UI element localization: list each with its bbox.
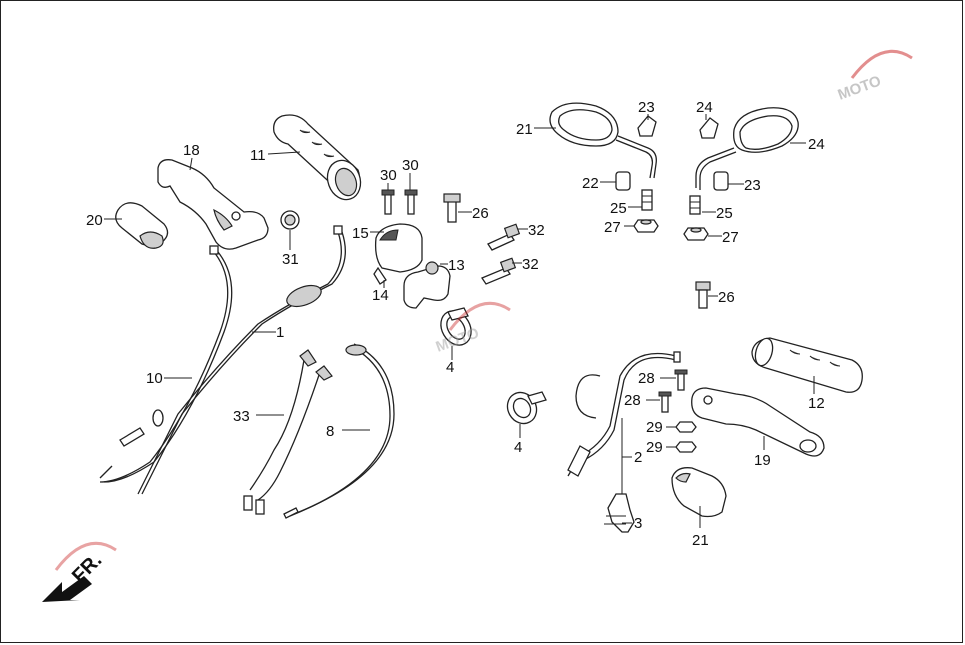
part-11-throttle-grip bbox=[273, 114, 362, 201]
svg-text:MOTO: MOTO bbox=[836, 72, 884, 103]
part-16-hand-guard bbox=[115, 202, 169, 249]
part-26-bolt-left bbox=[443, 193, 461, 223]
part-19-brake-lever bbox=[691, 387, 825, 457]
callout-31: 31 bbox=[282, 251, 299, 268]
part-3-boot bbox=[604, 493, 635, 533]
part-8-cable bbox=[283, 343, 395, 519]
callout-8: 8 bbox=[326, 423, 334, 440]
part-15-clamp bbox=[403, 261, 451, 309]
callout-23a: 23 bbox=[638, 99, 655, 116]
part-14-switch-housing bbox=[373, 223, 423, 285]
callout-29a: 30 bbox=[380, 167, 397, 184]
callout-23b: 24 bbox=[696, 99, 713, 116]
callout-33: 33 bbox=[233, 408, 250, 425]
part-2-brake-cable bbox=[567, 351, 681, 477]
callout-26a: 26 bbox=[472, 205, 489, 222]
front-direction-arrow: FR. bbox=[42, 549, 106, 602]
callout-32b: 32 bbox=[522, 256, 539, 273]
callout-21: 21 bbox=[516, 121, 533, 138]
watermark-logo-bottom bbox=[54, 541, 117, 571]
part-30-nuts bbox=[675, 421, 697, 453]
part-22-sleeve-left bbox=[615, 171, 631, 191]
part-23-cap-right bbox=[699, 117, 719, 139]
callout-20: 21 bbox=[692, 532, 709, 549]
part-27-nut-right bbox=[683, 227, 709, 241]
callout-30b: 29 bbox=[646, 439, 663, 456]
part-29-screws bbox=[381, 189, 418, 215]
part-10-clutch-cable bbox=[99, 245, 233, 483]
part-31-nut bbox=[280, 210, 300, 230]
callout-29b: 30 bbox=[402, 157, 419, 174]
part-18-clutch-lever bbox=[157, 159, 269, 250]
callout-10: 10 bbox=[146, 370, 163, 387]
callout-19: 19 bbox=[754, 452, 771, 469]
callout-22a: 22 bbox=[582, 175, 599, 192]
part-28-screws bbox=[658, 369, 688, 413]
callout-27b: 27 bbox=[722, 229, 739, 246]
part-12-grip-right bbox=[751, 337, 863, 393]
callout-30a: 29 bbox=[646, 419, 663, 436]
callout-14: 15 bbox=[352, 225, 369, 242]
callout-1: 1 bbox=[276, 324, 284, 341]
part-1-throttle-cable bbox=[137, 225, 346, 495]
callout-3: 3 bbox=[634, 515, 642, 532]
callout-32a: 32 bbox=[528, 222, 545, 239]
watermark-logo: MOTO bbox=[836, 49, 913, 104]
callout-27a: 27 bbox=[604, 219, 621, 236]
part-23-cap-left bbox=[637, 115, 657, 137]
callout-15: 13 bbox=[448, 257, 465, 274]
callout-25b: 25 bbox=[716, 205, 733, 222]
callout-18: 18 bbox=[183, 142, 200, 159]
part-21-mirror-left bbox=[549, 102, 657, 179]
part-20-hand-guard-right bbox=[671, 467, 727, 518]
callout-24: 24 bbox=[808, 136, 825, 153]
callout-4b: 4 bbox=[514, 439, 522, 456]
part-26-bolt-right bbox=[695, 281, 711, 309]
callout-28b: 28 bbox=[624, 392, 641, 409]
part-24-mirror-right bbox=[695, 107, 799, 190]
part-32-bolts bbox=[481, 223, 521, 285]
part-22-sleeve-right bbox=[713, 171, 729, 191]
callout-13: 14 bbox=[372, 287, 389, 304]
front-arrow-label: FR. bbox=[68, 549, 106, 587]
part-4-clamp-center bbox=[440, 307, 472, 346]
part-25-adapter-left bbox=[641, 189, 653, 211]
part-27-nut-left bbox=[633, 219, 659, 233]
callout-26b: 26 bbox=[718, 289, 735, 306]
callout-2: 2 bbox=[634, 449, 642, 466]
part-25-adapter-right bbox=[689, 195, 701, 215]
callout-28a: 28 bbox=[638, 370, 655, 387]
part-33-wiring bbox=[243, 349, 333, 515]
part-4-clamp-right bbox=[506, 391, 547, 425]
callout-22b: 23 bbox=[744, 177, 761, 194]
callout-12: 12 bbox=[808, 395, 825, 412]
callout-16: 20 bbox=[86, 212, 103, 229]
callout-4a: 4 bbox=[446, 359, 454, 376]
callout-25a: 25 bbox=[610, 200, 627, 217]
callout-11: 11 bbox=[250, 147, 266, 164]
